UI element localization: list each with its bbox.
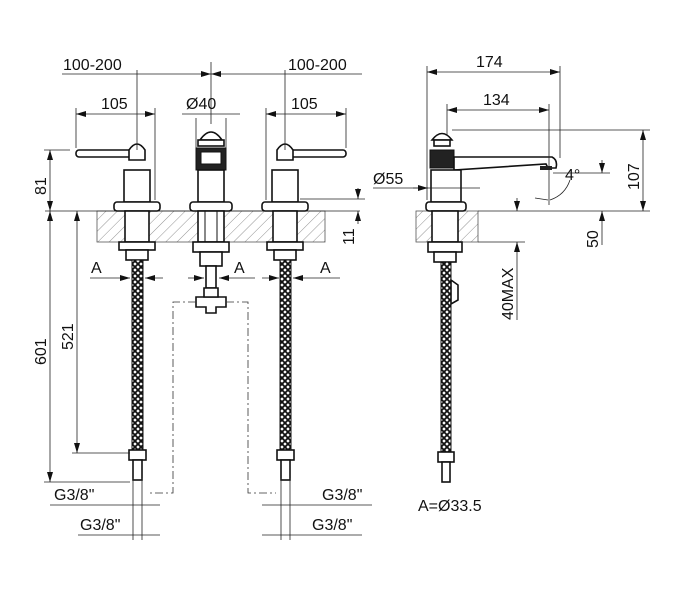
dim-max-deck-thickness: 40MAX	[500, 267, 517, 320]
center-spout	[147, 131, 276, 494]
dim-total-height: 107	[626, 163, 643, 190]
dim-handle-width-left: 105	[101, 96, 128, 113]
right-valve	[261, 143, 347, 481]
dim-spout-angle: 4°	[565, 167, 580, 184]
left-valve	[75, 143, 161, 481]
right-hose	[279, 259, 292, 451]
dim-total-hose-length: 601	[33, 338, 50, 365]
section-mark-a-left: A	[91, 260, 102, 277]
connection-label-3: G3/8"	[322, 487, 362, 504]
dim-total-reach: 174	[476, 54, 503, 71]
left-hose	[131, 259, 144, 451]
side-hose	[440, 261, 452, 453]
dim-spacing-left: 100-200	[63, 57, 122, 74]
dim-spout-reach: 134	[483, 92, 510, 109]
dim-hose-length: 521	[60, 323, 77, 350]
connection-label-4: G3/8"	[312, 517, 352, 534]
dim-base-diameter: Ø55	[373, 171, 403, 188]
connection-label-1: G3/8"	[54, 487, 94, 504]
dim-height-above-deck: 81	[33, 177, 50, 195]
front-view: 100-200 100-200 105 105 Ø40 81 11 601 52…	[33, 57, 372, 540]
dim-spout-diameter: Ø40	[186, 96, 216, 113]
dim-spacing-right: 100-200	[288, 57, 347, 74]
section-mark-a-right: A	[320, 260, 331, 277]
side-view: 174 134 107 50 4° Ø55 40MAX A=Ø33.5	[373, 54, 650, 515]
connection-label-2: G3/8"	[80, 517, 120, 534]
dim-deck-offset: 11	[341, 228, 358, 245]
section-diameter-note: A=Ø33.5	[418, 498, 482, 515]
section-mark-a-center: A	[234, 260, 245, 277]
dim-handle-width-right: 105	[291, 96, 318, 113]
dim-spout-height: 50	[585, 230, 602, 248]
